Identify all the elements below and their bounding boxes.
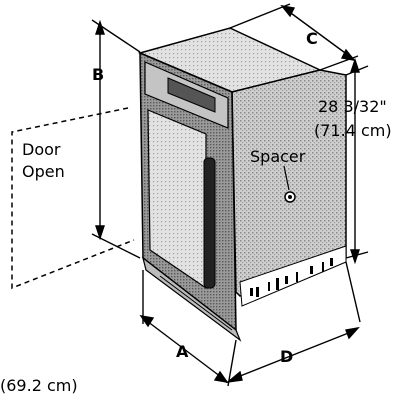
- dimension-d: [225, 261, 361, 384]
- label-d: D: [280, 347, 293, 366]
- bottom-cm: (69.2 cm): [0, 376, 78, 395]
- dimension-b: [91, 19, 141, 259]
- spacer-leader: [283, 165, 290, 191]
- label-c: C: [306, 29, 318, 48]
- door-handle: [203, 157, 216, 289]
- door-label-line1: Door: [22, 140, 61, 159]
- oven-body: [137, 27, 347, 342]
- spacer-label: Spacer: [250, 147, 306, 166]
- display-window: [167, 77, 216, 113]
- dimension-c: [229, 3, 359, 71]
- label-a: A: [176, 342, 189, 361]
- door-open-outline: [11, 107, 135, 290]
- dimension-a: [139, 270, 237, 387]
- dimension-height: [345, 57, 369, 265]
- height-inches: 28 3/32": [318, 97, 387, 116]
- height-cm: (71.4 cm): [314, 121, 392, 140]
- label-b: B: [92, 65, 104, 84]
- bottom-trim: [141, 256, 242, 342]
- door-label-line2: Open: [22, 162, 65, 181]
